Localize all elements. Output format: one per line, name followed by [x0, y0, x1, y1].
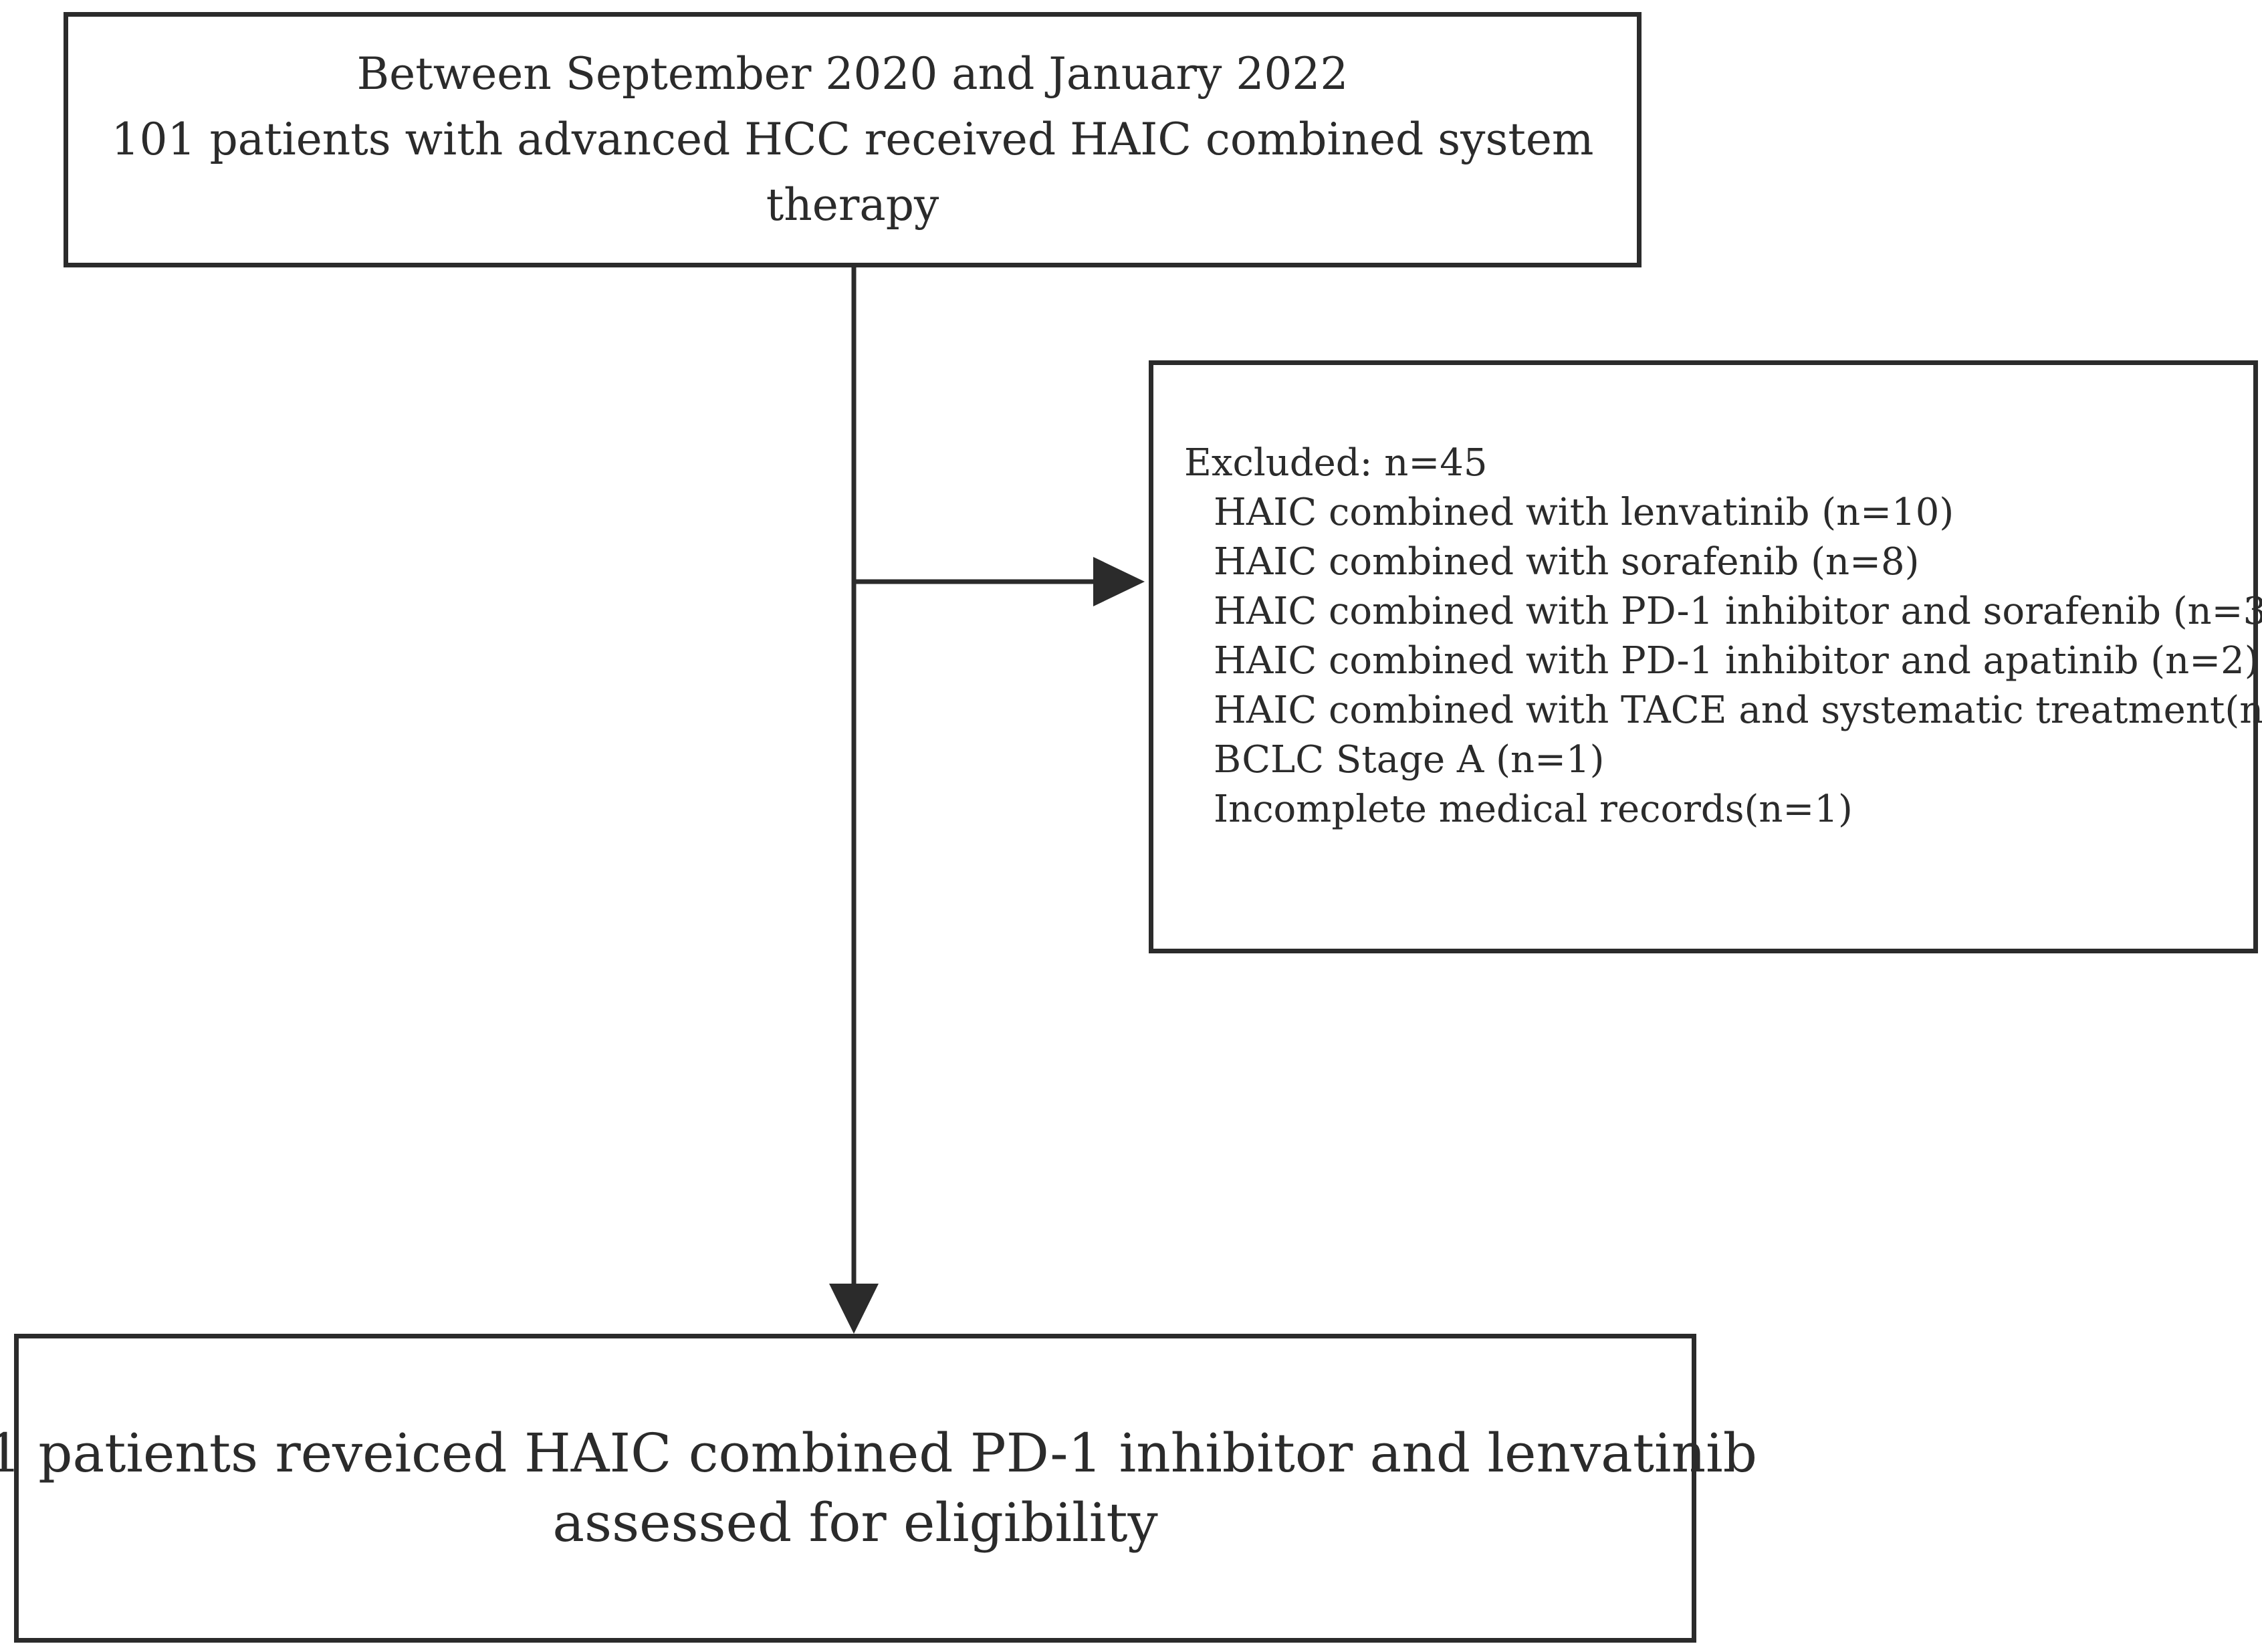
exclusion-item: Incomplete medical records(n=1) [1214, 788, 1853, 831]
exclusion-item: BCLC Stage A (n=1) [1214, 738, 1605, 782]
down-arrowhead [829, 1284, 879, 1334]
exclusion-item: HAIC combined with PD-1 inhibitor and ap… [1214, 639, 2259, 683]
right-arrowhead [1093, 557, 1145, 606]
final-cohort-line-1: 61 patients reveiced HAIC combined PD-1 … [0, 1422, 1757, 1484]
final-cohort-box: 61 patients reveiced HAIC combined PD-1 … [0, 1334, 1757, 1643]
exclusion-header: Excluded: n=45 [1184, 441, 1488, 485]
exclusion-box: Excluded: n=45 HAIC combined with lenvat… [1149, 360, 2262, 953]
exclusion-item: HAIC combined with sorafenib (n=8) [1214, 540, 1920, 584]
exclusion-item: HAIC combined with TACE and systematic t… [1214, 689, 2262, 732]
enrollment-line-2: 101 patients with advanced HCC received … [111, 114, 1594, 231]
exclusion-list: Excluded: n=45 HAIC combined with lenvat… [1184, 439, 2262, 834]
exclusion-item: HAIC combined with lenvatinib (n=10) [1214, 491, 1954, 534]
enrollment-box: Between September 2020 and January 2022 … [64, 12, 1642, 267]
enrollment-line-1: Between September 2020 and January 2022 [356, 48, 1349, 100]
exclusion-item: HAIC combined with PD-1 inhibitor and so… [1214, 590, 2262, 633]
final-cohort-line-2: assessed for eligibility [552, 1492, 1158, 1554]
